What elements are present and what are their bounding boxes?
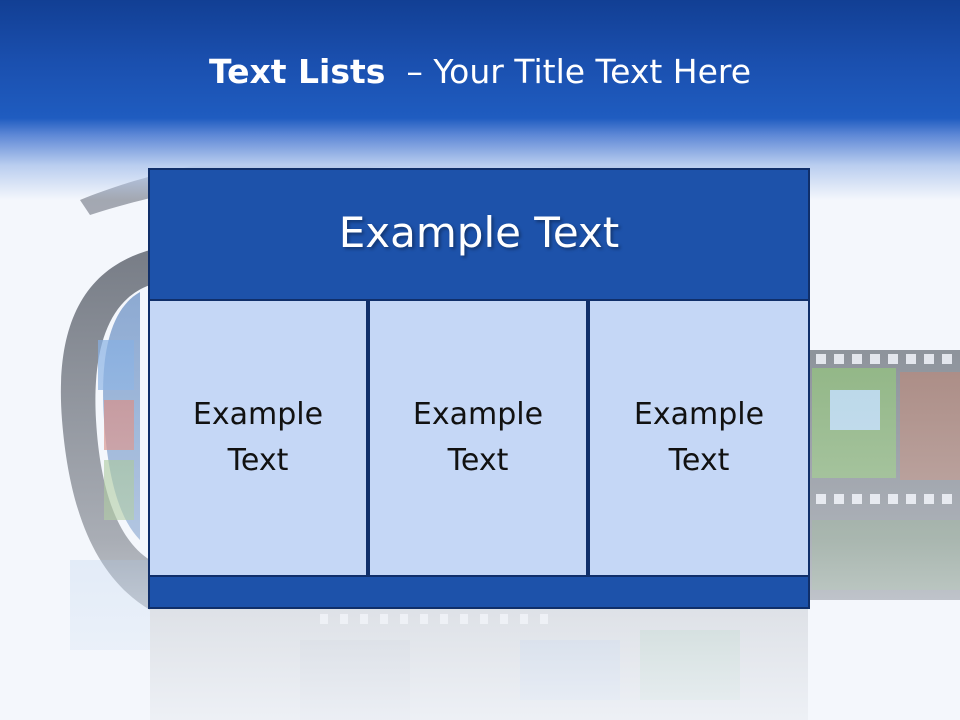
title-rest: – Your Title Text Here — [406, 52, 752, 91]
title-band — [0, 0, 960, 200]
column-3-line-1: Example — [633, 397, 765, 432]
column-2-line-2: Text — [447, 443, 509, 478]
diagram-header: Example Text — [148, 168, 810, 303]
column-3-text: Example Text — [619, 392, 779, 484]
diagram-header-text: Example Text — [338, 208, 620, 257]
column-1-line-1: Example — [192, 397, 324, 432]
diagram-footer-bar — [148, 575, 810, 609]
diagram-column-1: Example Text — [148, 299, 368, 577]
text-list-diagram: Example Text Example Text Example Text E… — [148, 168, 810, 609]
column-2-line-1: Example — [412, 397, 544, 432]
diagram-column-2: Example Text — [368, 299, 588, 577]
slide-title: Text Lists – Your Title Text Here — [0, 52, 960, 91]
column-1-line-2: Text — [227, 443, 289, 478]
column-2-text: Example Text — [398, 392, 558, 484]
diagram-column-3: Example Text — [588, 299, 810, 577]
column-3-line-2: Text — [668, 443, 730, 478]
column-1-text: Example Text — [178, 392, 338, 484]
title-bold: Text Lists — [208, 52, 386, 91]
